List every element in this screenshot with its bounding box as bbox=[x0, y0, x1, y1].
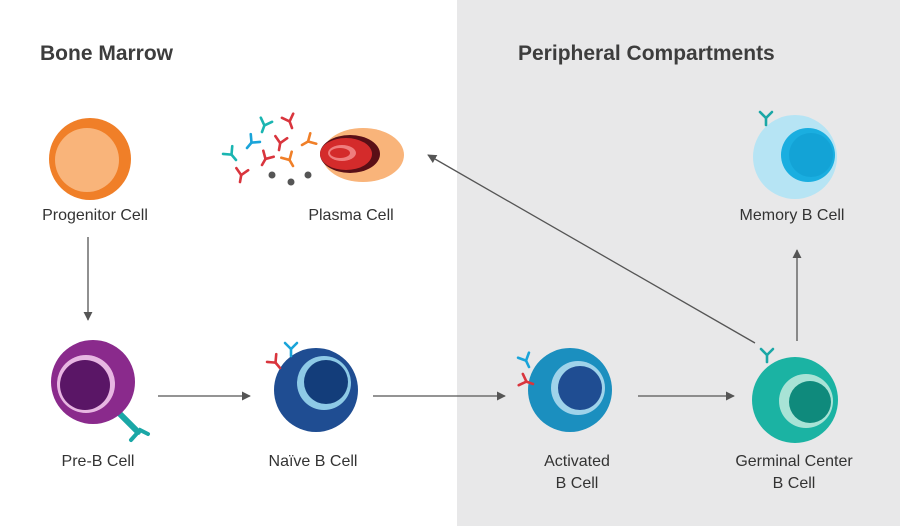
plasma-cell-label: Plasma Cell bbox=[308, 207, 394, 224]
peripheral-compartments-panel bbox=[457, 0, 900, 526]
memory-b-cell-label: Memory B Cell bbox=[739, 207, 845, 224]
plasma-cell-icon bbox=[320, 128, 404, 182]
activated-label-line1: Activated bbox=[544, 453, 610, 470]
peripheral-compartments-title: Peripheral Compartments bbox=[518, 42, 775, 65]
germinal-label-line2: B Cell bbox=[772, 475, 816, 492]
activated-b-cell-label: Activated B Cell bbox=[492, 451, 662, 495]
bone-marrow-title: Bone Marrow bbox=[40, 42, 174, 65]
progenitor-cell-label: Progenitor Cell bbox=[42, 207, 148, 224]
germinal-label-line1: Germinal Center bbox=[735, 453, 853, 470]
naive-b-cell-icon bbox=[265, 341, 358, 432]
progenitor-cell-icon bbox=[49, 118, 131, 200]
arrow-germinal-to-plasma bbox=[427, 154, 756, 344]
germinal-center-b-cell-label: Germinal Center B Cell bbox=[709, 451, 879, 495]
germinal-center-b-cell-icon bbox=[752, 347, 838, 443]
naive-b-cell-label: Naïve B Cell bbox=[268, 453, 358, 470]
pre-b-cell-label: Pre-B Cell bbox=[61, 453, 135, 470]
activated-label-line2: B Cell bbox=[555, 475, 599, 492]
pre-b-cell-icon bbox=[51, 340, 150, 442]
activated-b-cell-icon bbox=[516, 348, 612, 432]
antigen-particles-icon bbox=[268, 171, 312, 186]
memory-b-cell-icon bbox=[753, 110, 837, 199]
